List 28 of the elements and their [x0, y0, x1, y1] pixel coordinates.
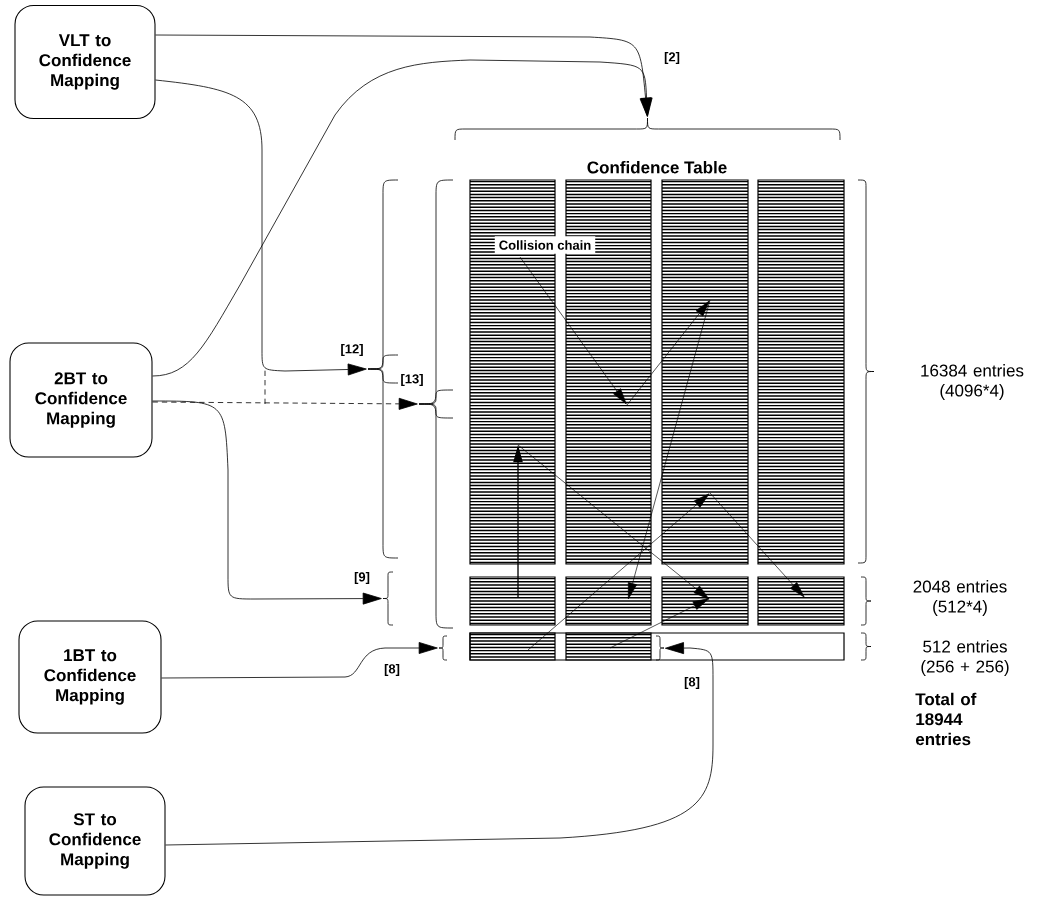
- brace: [454, 117, 841, 141]
- process-box: 2BT to Confidence Mapping: [9, 342, 153, 458]
- brace-tip: [367, 354, 399, 384]
- edge-label: [12]: [341, 343, 363, 357]
- entry-count-label: 16384 entries (4096*4): [921, 364, 1024, 400]
- arrow: [152, 59, 653, 377]
- brace-tip: [418, 389, 454, 419]
- edge-label: [8]: [684, 676, 700, 690]
- process-box: 1BT to Confidence Mapping: [18, 620, 162, 734]
- edge-label: [9]: [354, 571, 370, 585]
- edge-label: [2]: [664, 51, 680, 65]
- edge-label: [13]: [401, 373, 423, 387]
- edge-label: [8]: [384, 663, 400, 677]
- brace: [438, 635, 448, 661]
- process-box: VLT to Confidence Mapping: [14, 4, 156, 120]
- arrow: [152, 400, 382, 605]
- entry-count-label: 512 entries (256 + 256): [921, 640, 1009, 676]
- arrow: [155, 79, 367, 376]
- entry-count-label: 2048 entries (512*4): [913, 580, 1007, 616]
- chain-label: Collision chain: [494, 236, 596, 254]
- arrow: [165, 642, 714, 846]
- arrow: [161, 642, 438, 679]
- process-box: ST to Confidence Mapping: [24, 786, 166, 896]
- brace: [655, 635, 665, 661]
- total-label: Total of 18944 entries: [915, 692, 977, 746]
- arrow: [152, 367, 418, 410]
- node-label: Confidence Table: [587, 160, 727, 174]
- brace: [382, 571, 394, 626]
